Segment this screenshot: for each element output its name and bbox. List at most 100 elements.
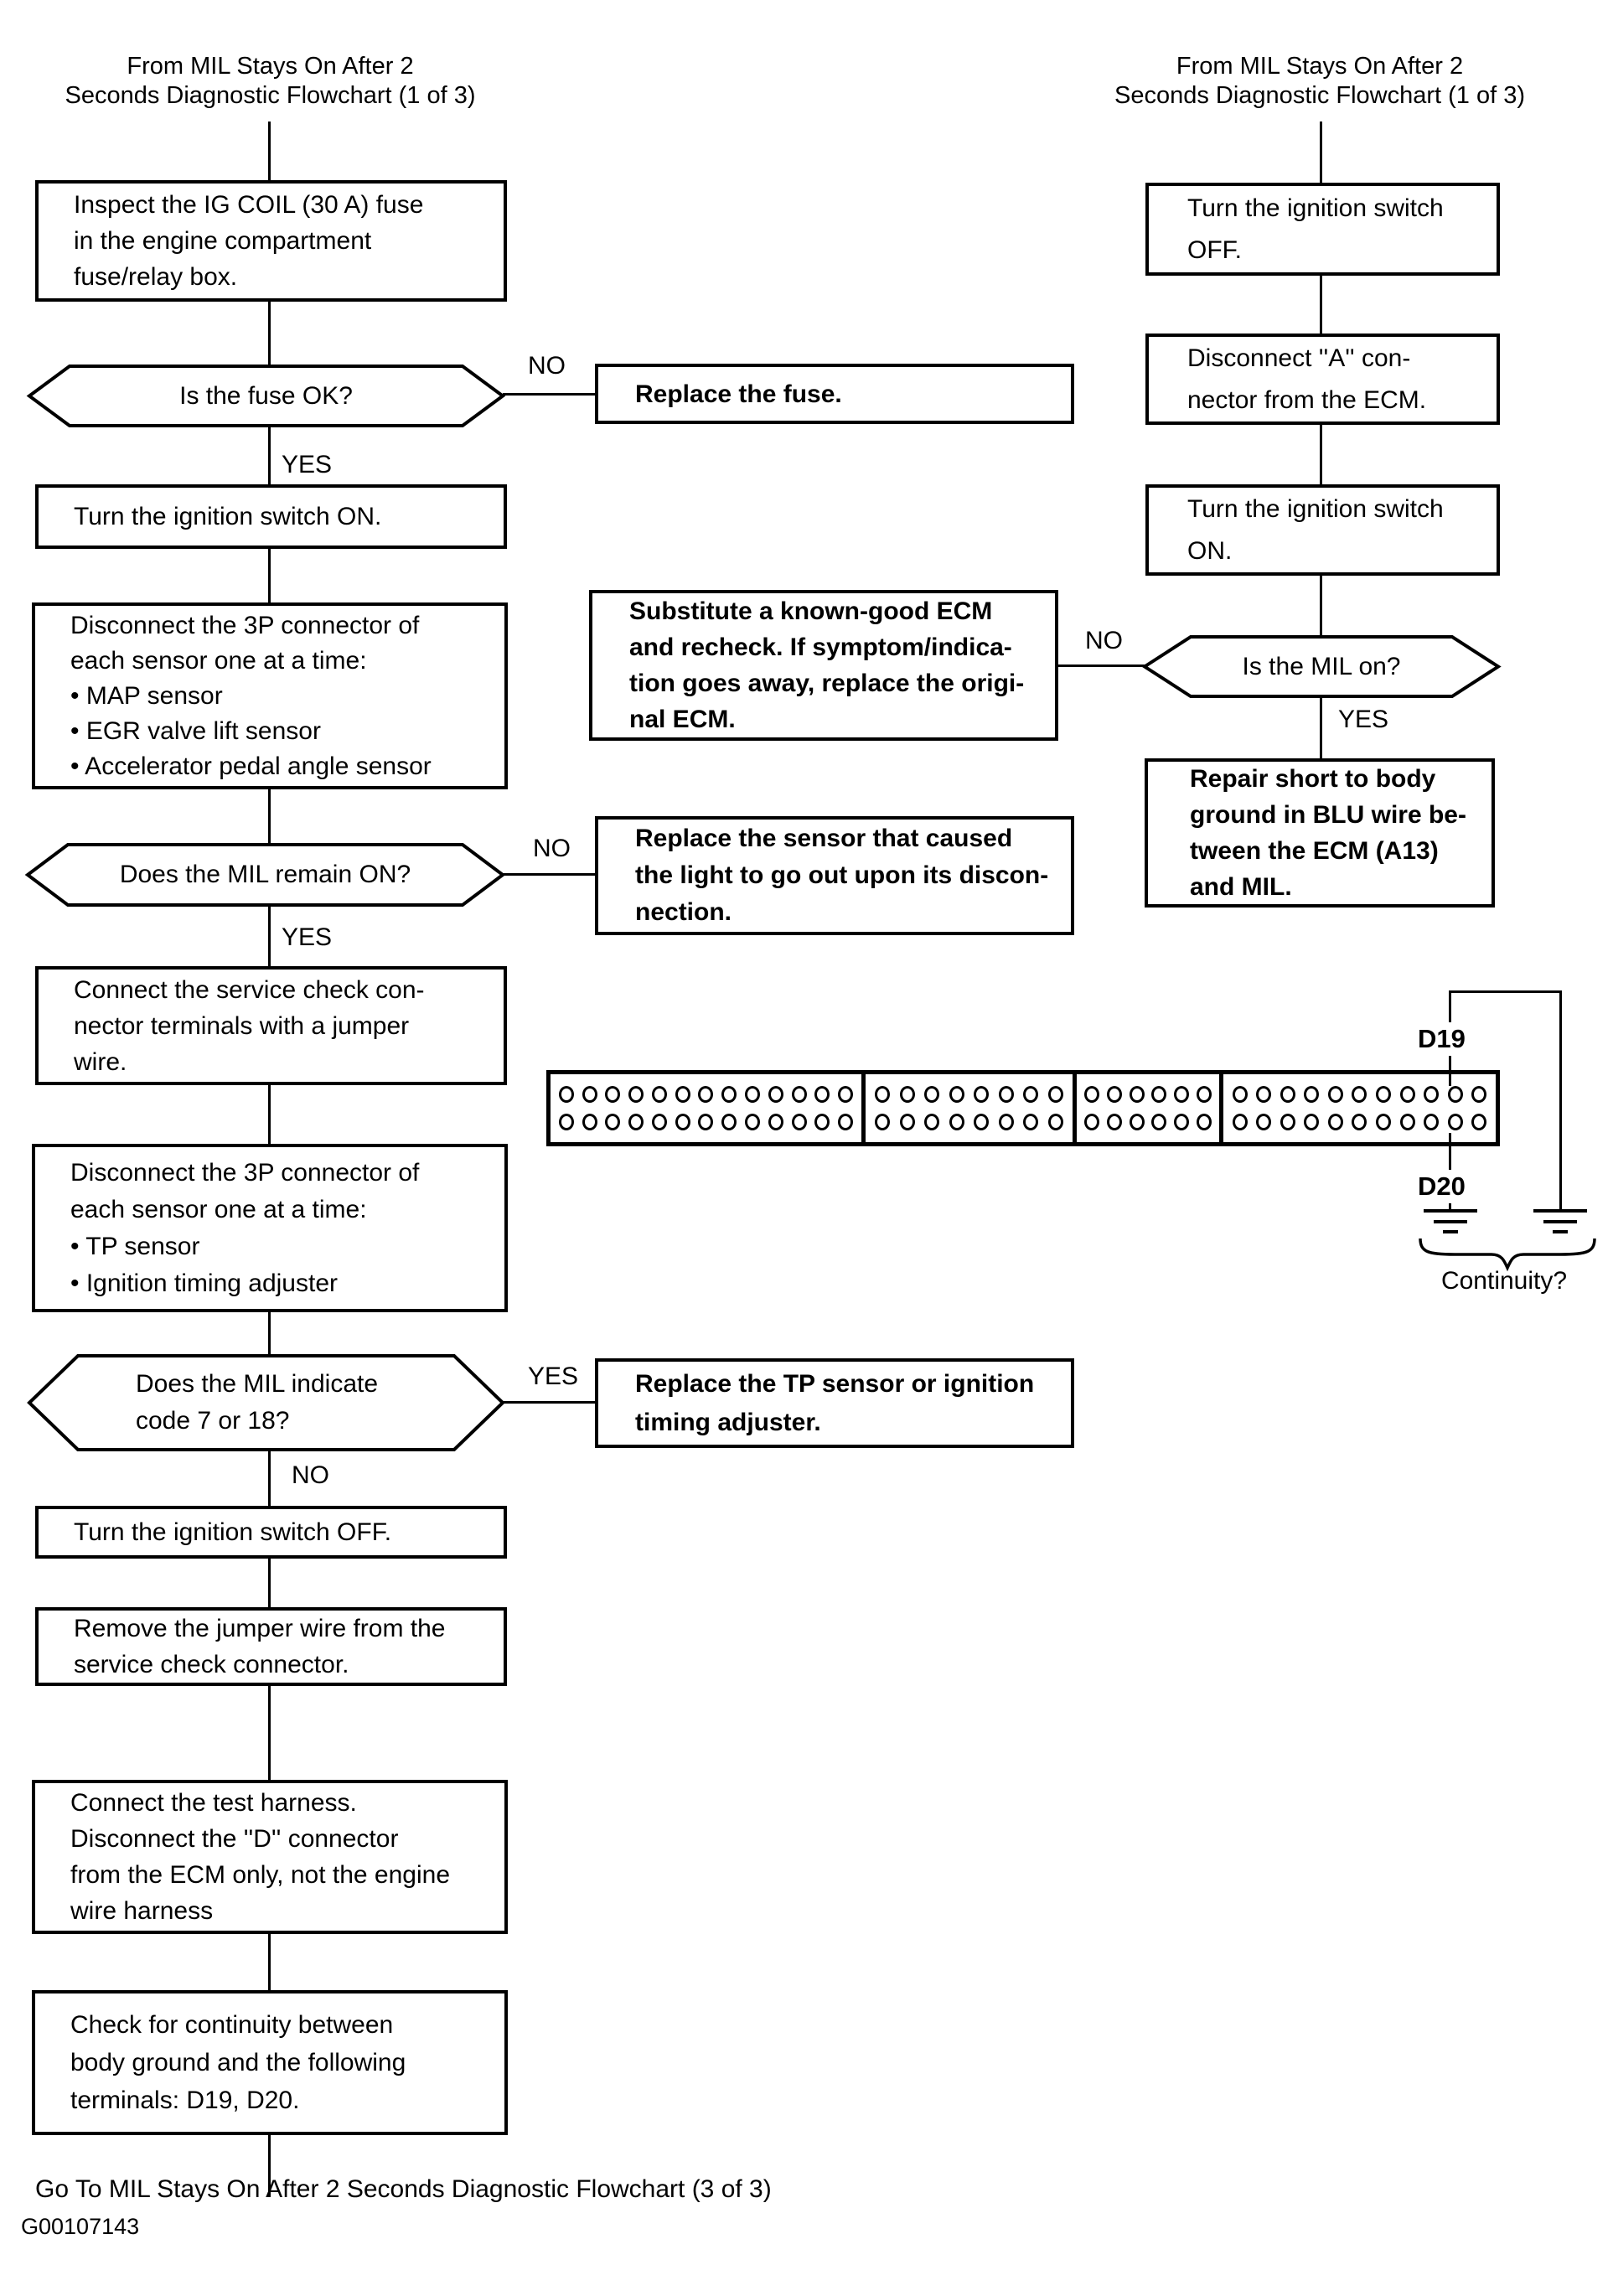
step-text: Inspect the IG COIL (30 A) fuse xyxy=(74,191,424,219)
yes-label: YES xyxy=(282,923,333,951)
ground-icon xyxy=(1443,1230,1458,1233)
flow-line xyxy=(268,789,271,845)
step-text: tion goes away, replace the origi- xyxy=(629,670,1025,697)
flow-line xyxy=(268,302,271,366)
connector-pin xyxy=(605,1085,621,1103)
step-service-check: Connect the service check con- nector te… xyxy=(35,966,507,1085)
step-text: service check connector. xyxy=(74,1651,349,1678)
left-header-line1: From MIL Stays On After 2 xyxy=(127,53,414,80)
step-text: fuse/relay box. xyxy=(74,263,238,291)
step-remove-jumper: Remove the jumper wire from the service … xyxy=(35,1607,507,1686)
step-ignition-on: Turn the ignition switch ON. xyxy=(35,484,507,549)
step-text: nection. xyxy=(635,898,732,926)
yes-label: YES xyxy=(528,1363,579,1390)
step-text: • MAP sensor xyxy=(70,681,223,710)
decision-shape xyxy=(1141,635,1502,698)
step-text: timing adjuster. xyxy=(635,1408,821,1436)
decision-text-line: code 7 or 18? xyxy=(136,1407,290,1435)
step-text: Check for continuity between xyxy=(70,2011,394,2039)
connector-pin xyxy=(924,1085,940,1103)
connector-pin xyxy=(998,1085,1014,1103)
brace-icon xyxy=(1419,1238,1596,1272)
step-text: Connect the test harness. xyxy=(70,1789,357,1817)
pin-row xyxy=(551,1114,861,1131)
connector-pin xyxy=(651,1085,667,1103)
connector-pin xyxy=(1327,1114,1343,1131)
step-r-ignition-off: Turn the ignition switch OFF. xyxy=(1145,183,1500,276)
connector-pin xyxy=(1471,1114,1487,1131)
step-text: Turn the ignition switch ON. xyxy=(74,503,382,530)
decision-mil-code: Does the MIL indicate code 7 or 18? xyxy=(27,1354,505,1451)
no-label: NO xyxy=(533,835,571,862)
connector-pin xyxy=(974,1085,990,1103)
step-text: Disconnect the 3P connector of xyxy=(70,611,420,639)
connector-pin xyxy=(1047,1114,1063,1131)
connector-pin xyxy=(628,1114,644,1131)
step-text: body ground and the following xyxy=(70,2049,406,2076)
step-text: wire. xyxy=(74,1047,127,1076)
connector-pin xyxy=(1256,1114,1272,1131)
no-label: NO xyxy=(1085,627,1123,654)
action-replace-tp: Replace the TP sensor or ignition timing… xyxy=(595,1358,1074,1448)
connector-pin xyxy=(745,1114,761,1131)
connector-pin xyxy=(1447,1114,1463,1131)
connector-pin xyxy=(1106,1114,1122,1131)
connector-pin xyxy=(875,1114,891,1131)
ground-icon xyxy=(1434,1220,1467,1223)
flow-line xyxy=(268,1934,271,1990)
connector-pin xyxy=(558,1085,574,1103)
connector-pin xyxy=(1047,1085,1063,1103)
step-text: terminals: D19, D20. xyxy=(70,2087,300,2114)
step-text: in the engine compartment xyxy=(74,227,372,255)
decision-shape xyxy=(26,365,506,427)
step-text: tween the ECM (A13) xyxy=(1190,837,1439,865)
connector-pin xyxy=(814,1114,830,1131)
connector-pin xyxy=(768,1114,783,1131)
step-r-ignition-on: Turn the ignition switch ON. xyxy=(1145,484,1500,576)
connector-pin xyxy=(582,1085,597,1103)
connector-pin xyxy=(1399,1085,1415,1103)
step-text: Disconnect the 3P connector of xyxy=(70,1158,420,1187)
step-text: • Accelerator pedal angle sensor xyxy=(70,752,432,780)
connector-pin xyxy=(1197,1085,1212,1103)
connector-pin xyxy=(1106,1085,1122,1103)
connector-pin xyxy=(721,1114,737,1131)
ground-icon xyxy=(1533,1209,1587,1213)
connector-pin xyxy=(838,1114,854,1131)
connector-pin xyxy=(1327,1085,1343,1103)
connector-pin xyxy=(582,1114,597,1131)
connector-pin xyxy=(1424,1085,1440,1103)
flow-line xyxy=(1320,576,1322,637)
decision-text: Is the fuse OK? xyxy=(179,381,353,410)
step-r-disconnect-a: Disconnect ''A'' con- nector from the EC… xyxy=(1145,334,1500,425)
connector-pin xyxy=(1352,1085,1367,1103)
flow-line-no xyxy=(503,393,595,396)
d19-label: D19 xyxy=(1413,1022,1471,1056)
step-text: Replace the sensor that caused xyxy=(635,825,1013,852)
connector-pin xyxy=(628,1085,644,1103)
flow-line xyxy=(268,1450,271,1506)
connector-pin xyxy=(1280,1114,1295,1131)
step-text: ground in BLU wire be- xyxy=(1190,801,1466,829)
connector-pin xyxy=(1256,1085,1272,1103)
connector-pin xyxy=(558,1114,574,1131)
continuity-label: Continuity? xyxy=(1440,1267,1568,1295)
connector-pin xyxy=(1083,1085,1099,1103)
decision-mil-remain: Does the MIL remain ON? xyxy=(24,843,506,907)
connector-pin xyxy=(1280,1085,1295,1103)
step-text: each sensor one at a time: xyxy=(70,1195,367,1223)
left-header: From MIL Stays On After 2 Seconds Diagno… xyxy=(0,52,540,111)
flow-line-yes xyxy=(503,1401,595,1404)
flow-line-no xyxy=(503,873,595,876)
yes-label: YES xyxy=(1338,706,1389,733)
connector-pin xyxy=(1399,1114,1415,1131)
flow-line xyxy=(1320,696,1322,758)
connector-section-a xyxy=(546,1070,866,1146)
connector-pin xyxy=(698,1085,714,1103)
connector-pin xyxy=(1232,1085,1248,1103)
connector-pin xyxy=(1471,1085,1487,1103)
step-check-continuity: Check for continuity between body ground… xyxy=(32,1990,508,2135)
step-text: • Ignition timing adjuster xyxy=(70,1269,338,1297)
connector-pin xyxy=(814,1085,830,1103)
connector-pin xyxy=(605,1114,621,1131)
